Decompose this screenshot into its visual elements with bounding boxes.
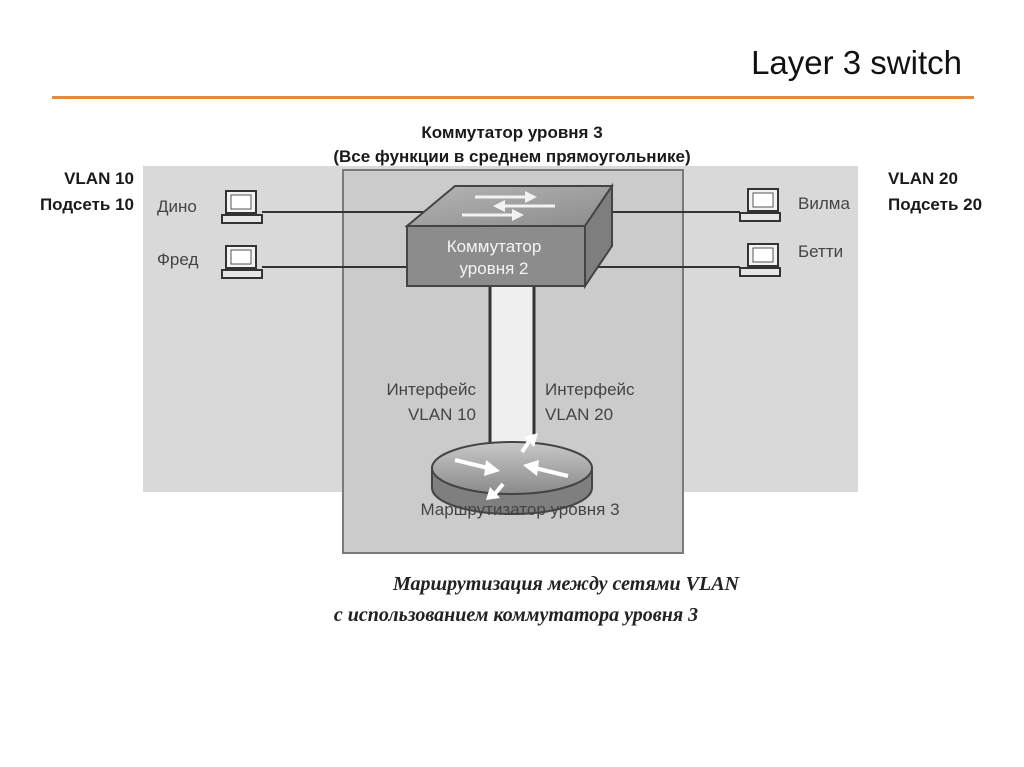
switch-label-line2: уровня 2 xyxy=(459,259,528,278)
pc-fred-icon xyxy=(221,245,263,279)
title-divider xyxy=(52,96,974,99)
iface-left-line2: VLAN 10 xyxy=(408,405,476,424)
pc-betti-icon xyxy=(739,243,781,277)
layer3-router xyxy=(431,433,593,515)
right-subnet-label: Подсеть 20 xyxy=(888,195,982,214)
layer2-switch xyxy=(404,182,614,290)
caption-line2: с использованием коммутатора уровня 3 xyxy=(334,604,698,626)
host-vilma-label: Вилма xyxy=(798,194,850,213)
caption-line1: Маршрутизация между сетями VLAN xyxy=(392,573,741,595)
right-vlan-label: VLAN 20 xyxy=(888,169,958,188)
host-dino-label: Дино xyxy=(157,197,197,216)
slide-title: Layer 3 switch xyxy=(751,44,962,81)
iface-right-line1: Интерфейс xyxy=(545,380,635,399)
iface-left-line1: Интерфейс xyxy=(386,380,476,399)
switch-arrows-icon xyxy=(462,191,555,221)
host-betti-label: Бетти xyxy=(798,242,843,261)
switch-label-line1: Коммутатор xyxy=(447,237,542,256)
left-vlan-label: VLAN 10 xyxy=(64,169,134,188)
pc-vilma-icon xyxy=(739,188,781,222)
header-line2: (Все функции в среднем прямоугольнике) xyxy=(333,147,690,166)
header-line1: Коммутатор уровня 3 xyxy=(421,123,602,142)
router-label: Маршрутизатор уровня 3 xyxy=(420,500,619,519)
router-arrows-icon xyxy=(454,433,569,500)
trunk-link xyxy=(490,286,534,456)
host-fred-label: Фред xyxy=(157,250,198,269)
iface-right-line2: VLAN 20 xyxy=(545,405,613,424)
pc-dino-icon xyxy=(221,190,263,224)
left-subnet-label: Подсеть 10 xyxy=(40,195,134,214)
